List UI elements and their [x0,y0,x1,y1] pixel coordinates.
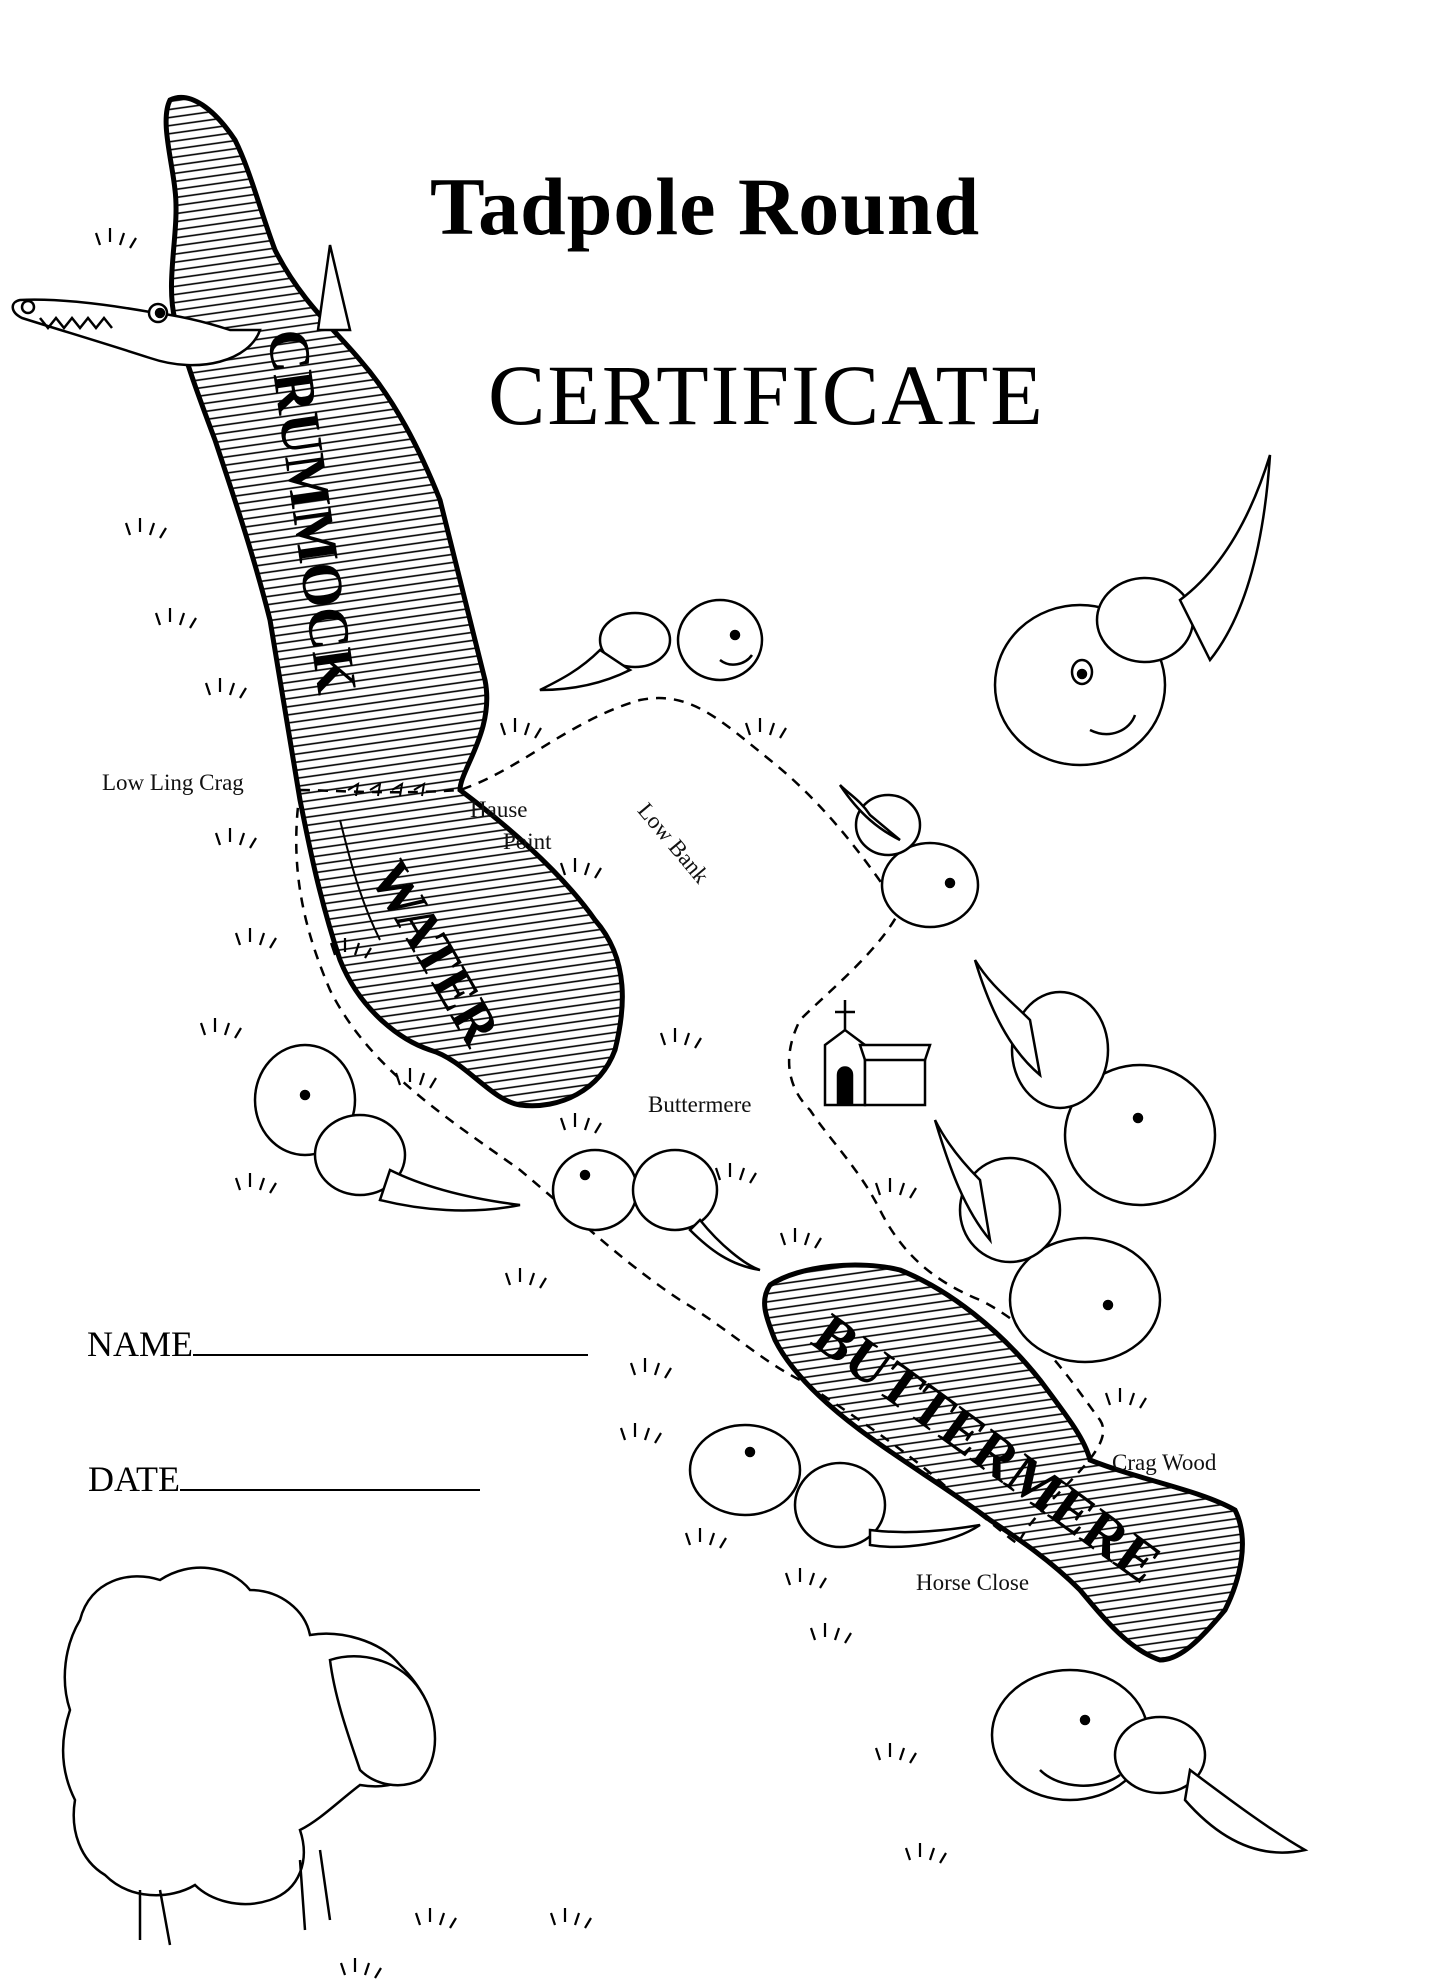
date-label: DATE [88,1459,180,1499]
buttermere-lake [762,1262,1245,1663]
walking-route [295,696,1105,1547]
place-hause-point-line1: Hause [470,797,528,822]
place-low-ling-crag: Low Ling Crag [102,770,244,795]
date-field[interactable]: DATE [88,1458,480,1500]
place-buttermere-village: Buttermere [648,1092,752,1117]
church-icon [823,1000,932,1107]
page-title: Tadpole Round [430,161,981,252]
grass-tuft-icon [94,228,1147,1979]
place-horse-close: Horse Close [916,1570,1030,1595]
sheep-icon [61,1566,437,1946]
name-label: NAME [87,1324,193,1364]
certificate-heading: CERTIFICATE [488,347,1045,443]
place-crag-wood: Crag Wood [1112,1450,1217,1475]
date-input-line[interactable] [180,1489,480,1491]
name-input-line[interactable] [193,1354,588,1356]
tadpole-icon [253,454,1309,1854]
crocodile-icon [11,244,352,367]
name-field[interactable]: NAME [87,1323,588,1365]
crummock-water-lake [163,94,625,1109]
place-hause-point-line2: Point [503,829,552,854]
